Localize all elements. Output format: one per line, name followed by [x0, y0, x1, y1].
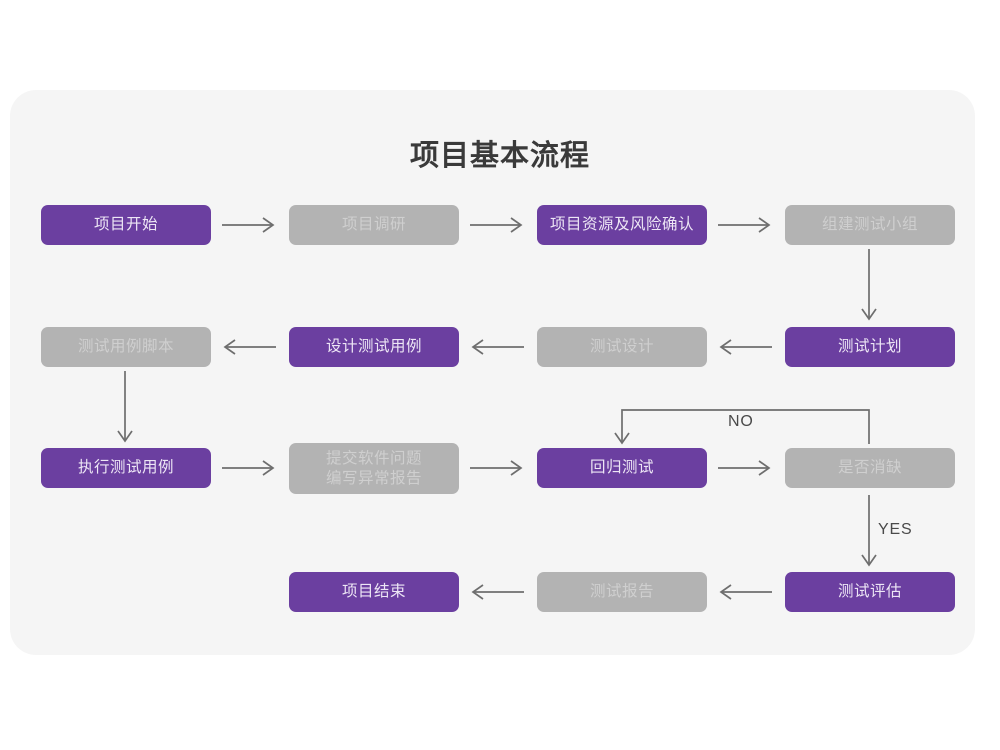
flow-node-test-plan[interactable]: 测试计划 [785, 327, 955, 367]
flow-node-label: 项目结束 [341, 583, 406, 601]
flow-node-label: 项目开始 [93, 216, 158, 234]
flow-node-label: 测试评估 [837, 583, 902, 601]
flow-node-test-design[interactable]: 测试设计 [537, 327, 707, 367]
flow-node-label: 测试用例脚本 [77, 338, 174, 356]
flow-node-label-line2: 编写异常报告 [325, 469, 422, 487]
flow-node-build-test-team[interactable]: 组建测试小组 [785, 205, 955, 245]
flow-node-test-report[interactable]: 测试报告 [537, 572, 707, 612]
flow-node-design-test-case[interactable]: 设计测试用例 [289, 327, 459, 367]
flow-node-project-end[interactable]: 项目结束 [289, 572, 459, 612]
flow-node-label: 回归测试 [589, 459, 654, 477]
flow-node-label: 测试报告 [589, 583, 654, 601]
flow-node-label-line1: 提交软件问题 [325, 449, 422, 467]
flow-node-label: 测试计划 [837, 338, 902, 356]
flow-node-resource-risk-confirm[interactable]: 项目资源及风险确认 [537, 205, 707, 245]
flow-node-label: 是否消缺 [837, 459, 902, 477]
flow-node-label: 执行测试用例 [77, 459, 174, 477]
flow-node-test-case-script[interactable]: 测试用例脚本 [41, 327, 211, 367]
edge-label-yes: YES [878, 521, 913, 538]
flow-node-project-start[interactable]: 项目开始 [41, 205, 211, 245]
flow-node-project-research[interactable]: 项目调研 [289, 205, 459, 245]
flow-node-label: 设计测试用例 [325, 338, 422, 356]
flow-node-submit-issue-report[interactable]: 提交软件问题 编写异常报告 [289, 443, 459, 494]
page-title: 项目基本流程 [409, 140, 590, 172]
edge-label-no: NO [728, 413, 754, 430]
flow-node-label: 测试设计 [589, 338, 654, 356]
flow-node-label: 项目调研 [341, 216, 406, 234]
flow-node-execute-test-case[interactable]: 执行测试用例 [41, 448, 211, 488]
flow-node-regression-test[interactable]: 回归测试 [537, 448, 707, 488]
flow-node-defect-cleared[interactable]: 是否消缺 [785, 448, 955, 488]
flow-node-test-evaluation[interactable]: 测试评估 [785, 572, 955, 612]
flow-node-label: 项目资源及风险确认 [549, 216, 694, 234]
flow-node-label: 提交软件问题 编写异常报告 [326, 449, 422, 489]
diagram-panel [10, 90, 975, 655]
flow-node-label: 组建测试小组 [821, 216, 918, 234]
